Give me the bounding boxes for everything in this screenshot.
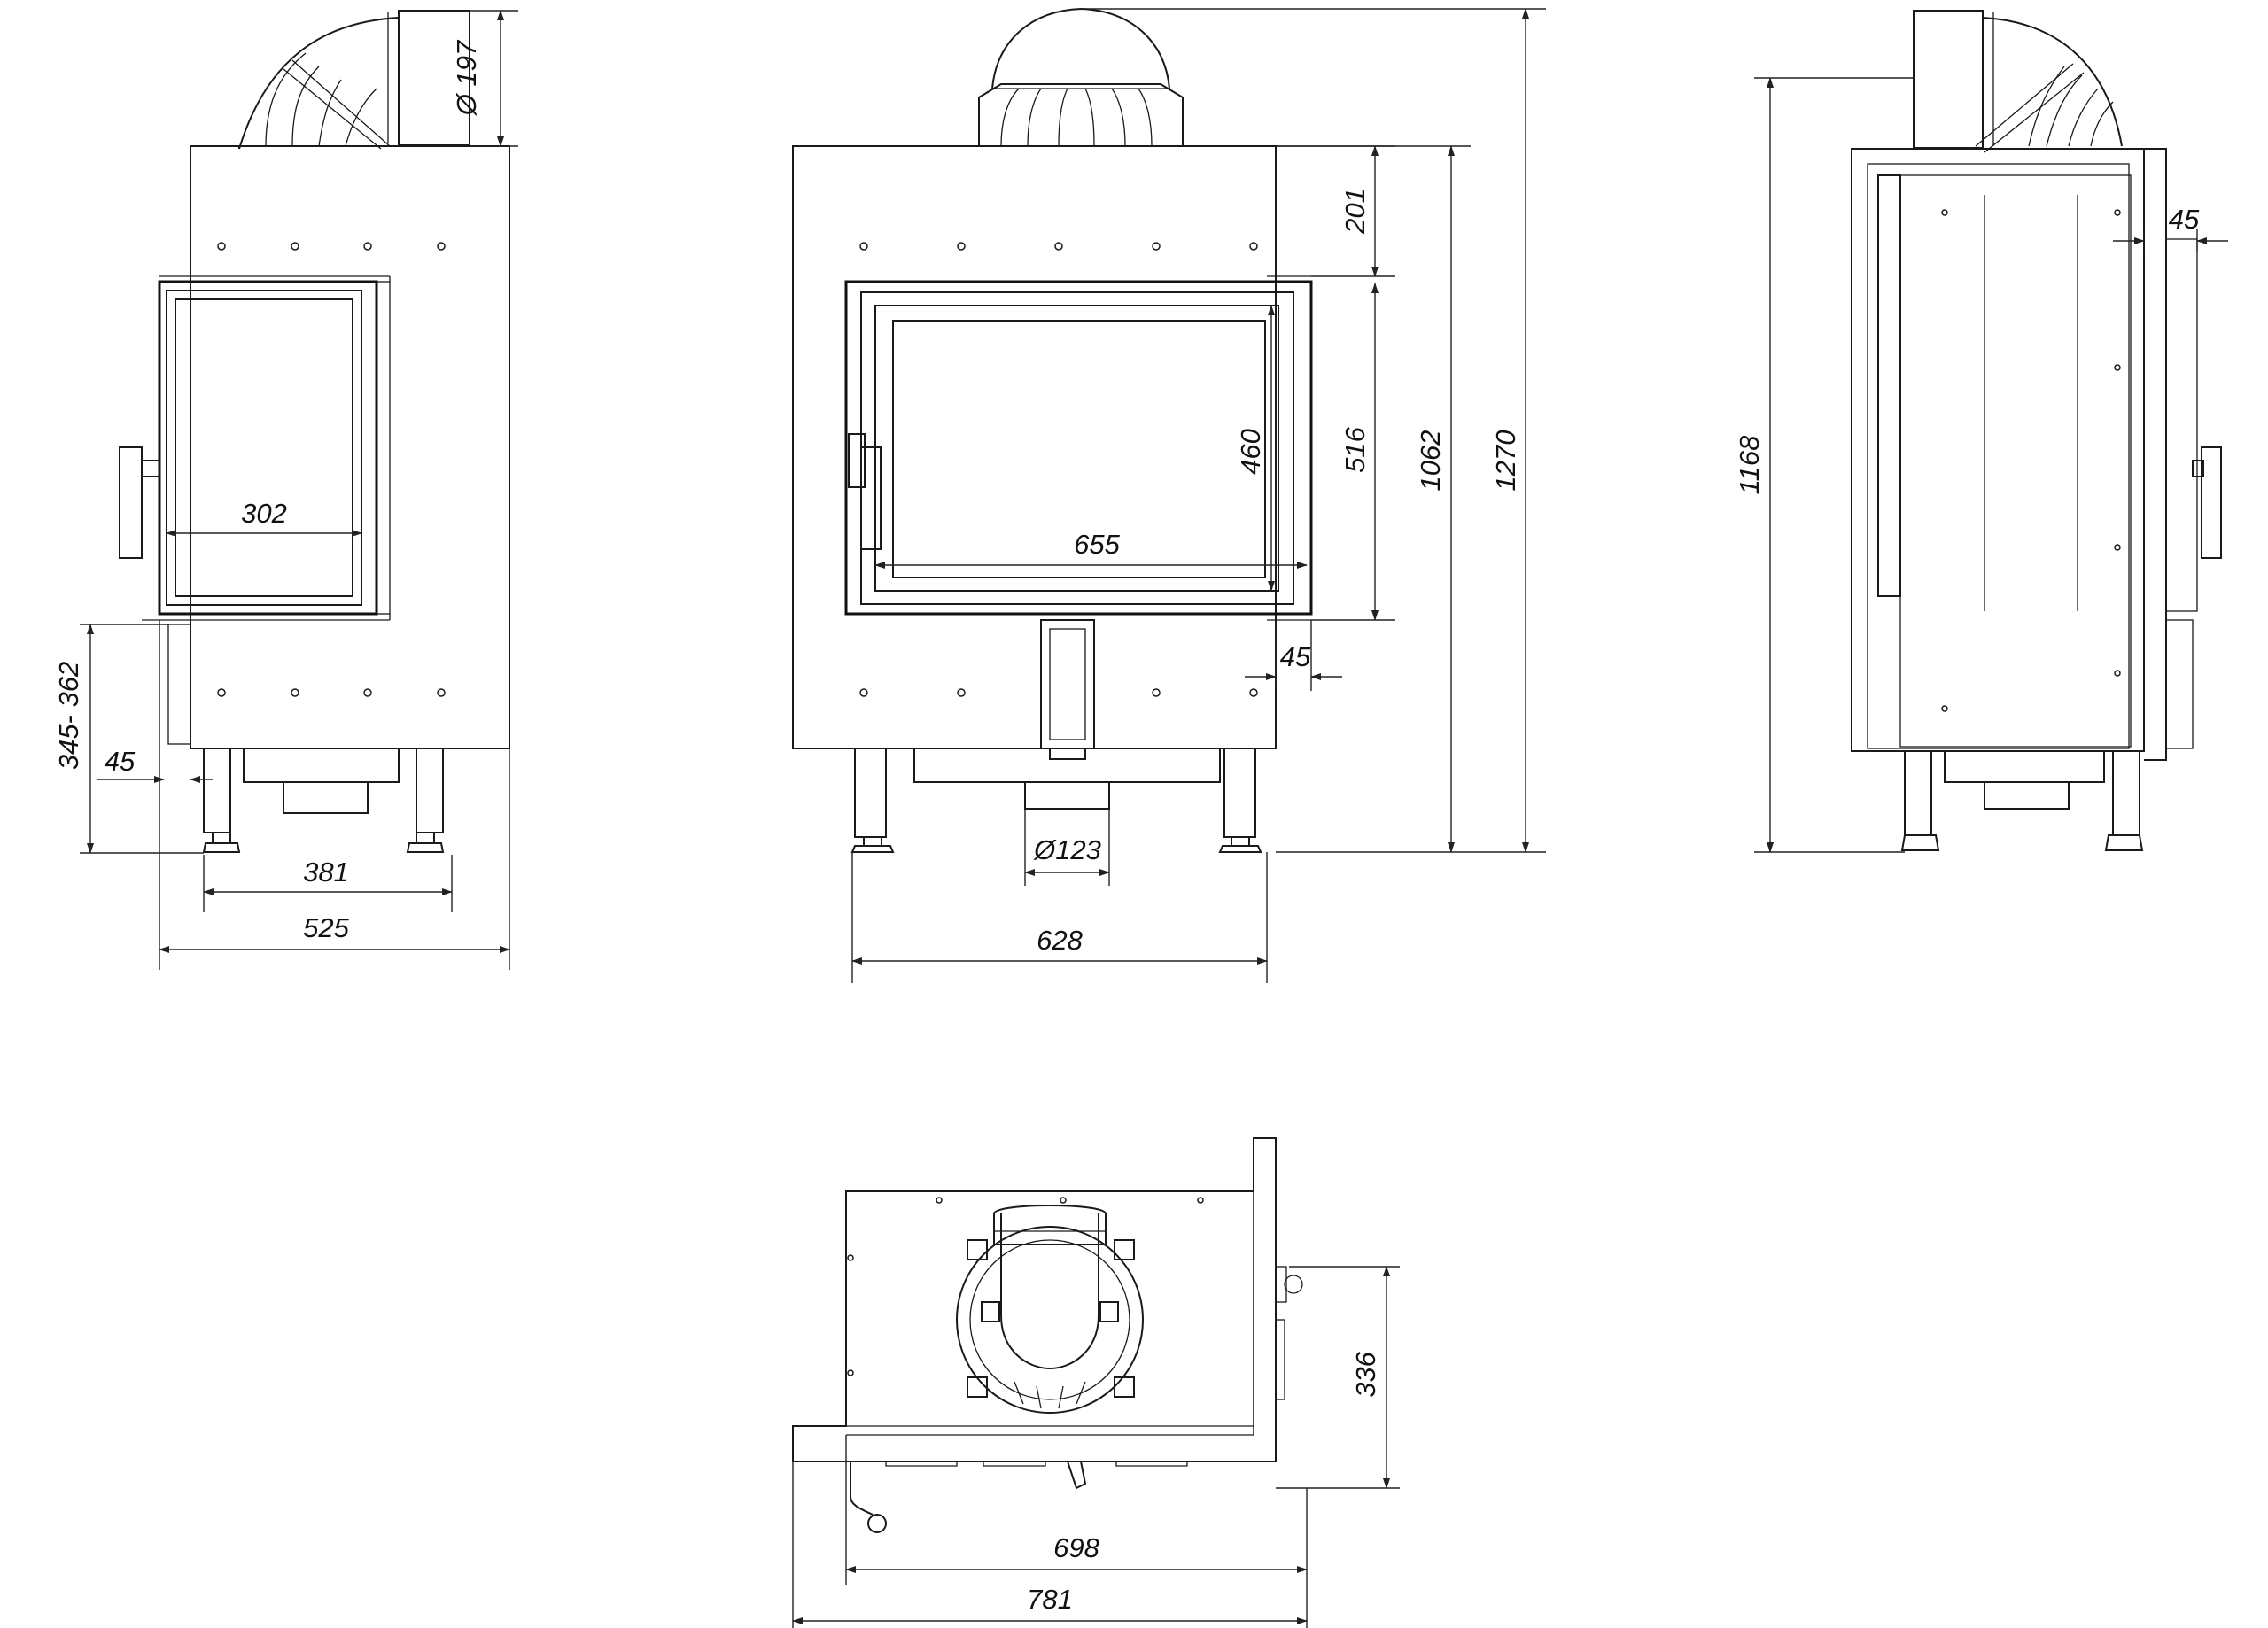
top-view-dimensions: 336 698 781	[792, 1266, 1400, 1628]
dim-total-width-left: 525	[303, 912, 349, 943]
dim-total-width-top: 781	[1027, 1584, 1073, 1615]
right-dimensions: 45 1168	[1734, 77, 2228, 853]
dim-flue-diameter-left: Ø 197	[451, 39, 482, 116]
dim-side-offset-right: 45	[2169, 204, 2200, 235]
dim-base-height-left: 345- 362	[53, 662, 84, 770]
right-side-view	[1851, 10, 2222, 851]
door-left	[142, 275, 391, 621]
dim-total-height-right: 1168	[1734, 435, 1765, 494]
left-front-view	[119, 10, 510, 853]
legs-left	[202, 748, 445, 853]
bolts-left	[217, 242, 446, 697]
flue-pipe-left	[238, 10, 470, 150]
dim-top-offset-center: 201	[1340, 188, 1371, 235]
stove-body-left	[190, 145, 510, 749]
dim-offset-left: 45	[105, 746, 136, 777]
air-intake-center	[1040, 619, 1095, 760]
dim-glass-width-left: 302	[241, 498, 287, 529]
stove-body-right	[1851, 148, 2145, 752]
dim-total-width-center: 628	[1037, 925, 1083, 956]
flue-pipe-right	[1913, 10, 2123, 153]
center-dimensions: 201 516 460 1062 1270 655 45 Ø123	[851, 8, 1546, 983]
left-dimensions: Ø 197 302 345- 362 45 381 525	[53, 10, 518, 970]
dim-inner-width-top: 698	[1053, 1532, 1099, 1563]
door-center	[844, 275, 1313, 621]
dim-side-offset-center: 45	[1280, 641, 1311, 672]
dim-total-height-center: 1270	[1490, 430, 1521, 492]
dim-depth-top: 336	[1350, 1351, 1381, 1397]
dim-door-height-center: 516	[1340, 426, 1371, 472]
dim-air-intake-center: Ø123	[1033, 834, 1101, 865]
handle-left	[119, 446, 160, 559]
flue-ring-top	[956, 1205, 1144, 1414]
flue-pipe-center	[978, 7, 1184, 147]
legs-center	[850, 748, 1262, 853]
top-view	[792, 1137, 1303, 1533]
dim-legs-width-left: 381	[303, 857, 349, 888]
center-front-view	[792, 7, 1313, 853]
bolts-center	[859, 242, 1258, 697]
dim-glass-width-center: 655	[1074, 529, 1120, 560]
dim-body-height-center: 1062	[1415, 430, 1446, 492]
dim-glass-height-center: 460	[1235, 429, 1266, 475]
